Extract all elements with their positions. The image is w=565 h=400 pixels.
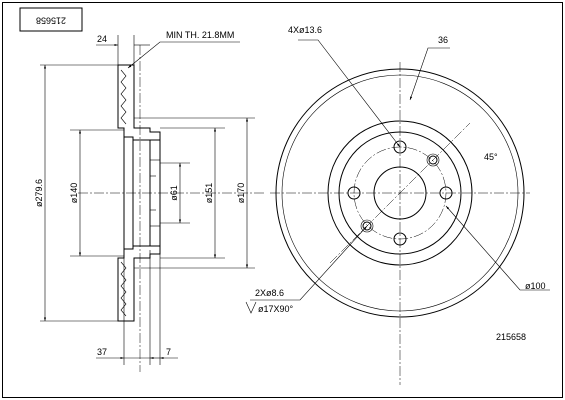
dim-bolt-holes: 4Xø13.6 bbox=[288, 25, 322, 35]
hub-step bbox=[338, 131, 462, 255]
aux-hole-upper-right bbox=[428, 155, 438, 165]
dim-diameter-170: ø170 bbox=[236, 183, 246, 204]
bolt-hole-left bbox=[347, 186, 361, 200]
part-number-rotated: 215658 bbox=[36, 16, 66, 26]
dim-width-24: 24 bbox=[97, 34, 107, 44]
front-view: 45° 4Xø13.6 36 ø100 2Xø8.6 ø17X90° 21565… bbox=[245, 25, 550, 385]
dim-offset-7: 7 bbox=[166, 347, 171, 357]
aux-hole-lower-left bbox=[362, 221, 372, 231]
dim-diameter-151: ø151 bbox=[204, 183, 214, 204]
dim-36: 36 bbox=[438, 35, 448, 45]
disc-section-bottom bbox=[117, 245, 161, 322]
dim-diameter-outer: ø279.6 bbox=[34, 179, 44, 207]
part-number-box-rotated: 215658 bbox=[19, 7, 83, 32]
bolt-hole-top bbox=[393, 140, 407, 154]
dim-diameter-140: ø140 bbox=[69, 183, 79, 204]
dim-offset-37: 37 bbox=[97, 347, 107, 357]
bolt-hole-bottom bbox=[393, 232, 407, 246]
countersink-symbol bbox=[245, 301, 257, 314]
dim-countersink: ø17X90° bbox=[258, 304, 294, 314]
dim-angle: 45° bbox=[484, 152, 498, 162]
part-number: 215658 bbox=[496, 332, 526, 342]
dim-min-thickness: MIN TH. 21.8MM bbox=[166, 30, 234, 40]
dim-pcd: ø100 bbox=[525, 281, 546, 291]
side-view: ø279.6 ø140 ø61 ø151 ø170 24 MIN TH. 21.… bbox=[34, 30, 265, 372]
friction-ring-inner bbox=[281, 74, 519, 312]
center-bore bbox=[373, 166, 427, 220]
dim-aux-holes: 2Xø8.6 bbox=[255, 288, 284, 298]
disc-outer-edge bbox=[275, 68, 525, 318]
dim-diameter-61: ø61 bbox=[169, 185, 179, 201]
bolt-hole-right bbox=[439, 186, 453, 200]
